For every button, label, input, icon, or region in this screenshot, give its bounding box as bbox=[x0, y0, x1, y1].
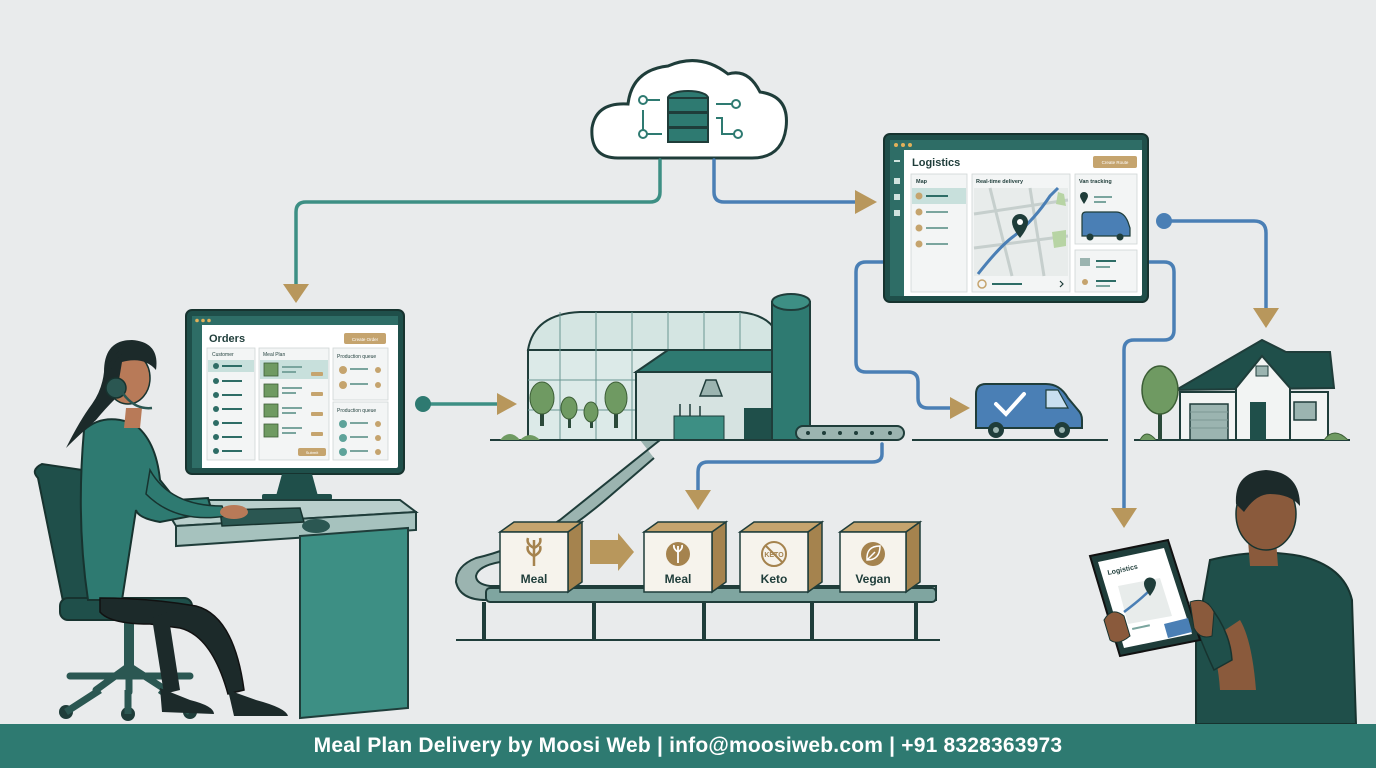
svg-text:KETO: KETO bbox=[764, 552, 784, 559]
svg-text:Vegan: Vegan bbox=[855, 572, 890, 586]
tablet: Logistics bbox=[1088, 538, 1202, 658]
greenhouse-factory bbox=[490, 293, 905, 441]
svg-text:Meal: Meal bbox=[521, 572, 548, 586]
keto-box: KETO Keto bbox=[737, 520, 825, 594]
chevron-right-icon[interactable] bbox=[1059, 280, 1064, 288]
cloud-database bbox=[590, 59, 788, 160]
footer-banner: Meal Plan Delivery by Moosi Web | info@m… bbox=[0, 724, 1376, 768]
flow-node bbox=[415, 396, 431, 412]
house bbox=[1134, 338, 1350, 441]
submit-button[interactable] bbox=[298, 448, 326, 456]
svg-text:Create Order: Create Order bbox=[352, 337, 379, 342]
svg-text:Meal: Meal bbox=[665, 572, 692, 586]
checkmark-icon bbox=[994, 392, 1026, 417]
delivery-van bbox=[912, 383, 1108, 441]
flow-connectors bbox=[294, 158, 1268, 510]
meal-boxes: Meal Meal KETO Keto Vegan bbox=[497, 520, 923, 594]
wheat-icon bbox=[526, 537, 542, 566]
logistics-title: Logistics bbox=[912, 157, 960, 169]
logistics-monitor: Logistics Create Route Map Real-time del… bbox=[883, 133, 1149, 303]
van-icon bbox=[1081, 211, 1131, 241]
svg-text:Real-time delivery: Real-time delivery bbox=[976, 179, 1024, 185]
svg-text:Customer: Customer bbox=[212, 352, 234, 358]
svg-text:Production queue: Production queue bbox=[337, 354, 376, 360]
svg-text:Submit: Submit bbox=[306, 450, 319, 455]
svg-text:Production queue: Production queue bbox=[337, 408, 376, 414]
vegan-box: Vegan bbox=[837, 520, 923, 594]
meal-box: Meal bbox=[641, 520, 729, 594]
operator-at-desk bbox=[33, 340, 419, 721]
svg-text:Van tracking: Van tracking bbox=[1079, 179, 1112, 185]
meal-box: Meal bbox=[497, 520, 585, 594]
database-icon bbox=[667, 90, 709, 143]
courier-with-tablet: Logistics bbox=[1088, 470, 1358, 724]
arrowheads bbox=[283, 190, 1279, 571]
svg-text:Meal Plan: Meal Plan bbox=[263, 352, 285, 358]
create-route-button[interactable] bbox=[1093, 156, 1137, 168]
location-pin-icon bbox=[1012, 214, 1028, 238]
create-order-button[interactable] bbox=[344, 333, 386, 344]
orders-title: Orders bbox=[209, 333, 245, 345]
svg-text:Create Route: Create Route bbox=[1102, 160, 1129, 165]
flow-node bbox=[1156, 213, 1172, 229]
clock-icon bbox=[977, 279, 987, 289]
orders-monitor: Orders Create Order Customer Meal Plan bbox=[185, 309, 405, 500]
keto-badge-icon bbox=[761, 541, 787, 567]
svg-text:Keto: Keto bbox=[761, 572, 788, 586]
conveyor-belt bbox=[454, 439, 940, 641]
svg-text:Map: Map bbox=[916, 179, 928, 185]
